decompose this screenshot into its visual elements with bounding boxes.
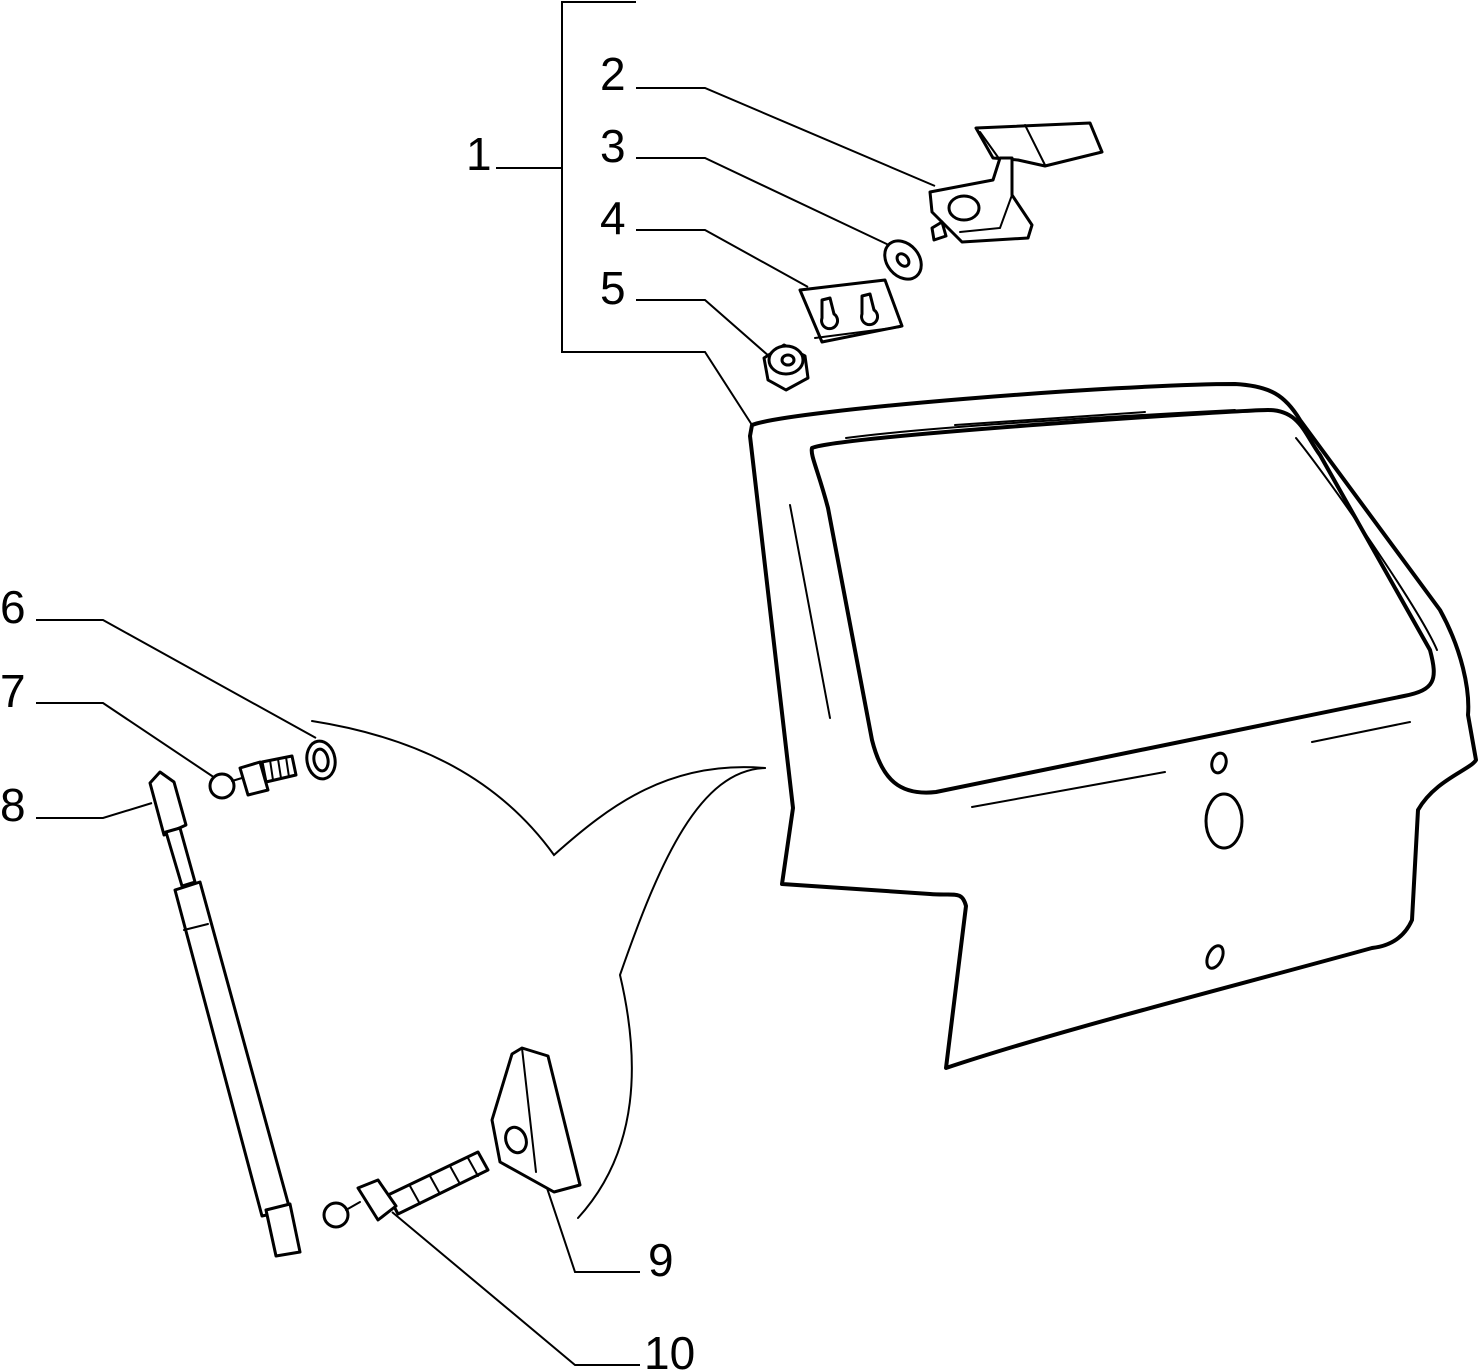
hinge-part <box>928 121 1104 244</box>
callout-4: 4 <box>600 192 626 244</box>
callout-1: 1 <box>466 128 492 180</box>
callout-6: 6 <box>0 581 26 633</box>
callout-9: 9 <box>648 1234 674 1286</box>
callout-8: 8 <box>0 779 26 831</box>
body-reference-lines <box>311 720 766 1219</box>
slotted-plate-part <box>798 278 904 344</box>
callout-5: 5 <box>600 262 626 314</box>
ball-pin-bolt-part <box>322 1150 490 1229</box>
tailgate-body <box>748 382 1478 1070</box>
callout-7: 7 <box>0 665 26 717</box>
gas-strut-part <box>148 770 302 1258</box>
callout-10: 10 <box>644 1327 695 1371</box>
bush-part <box>762 343 810 392</box>
callout-labels: 1 2 3 4 5 6 7 8 9 10 <box>0 48 695 1371</box>
ball-stud-part <box>208 754 298 800</box>
washer-part <box>883 239 923 281</box>
strut-bracket-block-part <box>490 1046 582 1194</box>
callout-3: 3 <box>600 120 626 172</box>
leader-lines <box>36 87 936 1366</box>
callout-2: 2 <box>600 48 626 100</box>
ring-washer-part <box>305 739 337 781</box>
assembly-bracket <box>496 1 753 426</box>
